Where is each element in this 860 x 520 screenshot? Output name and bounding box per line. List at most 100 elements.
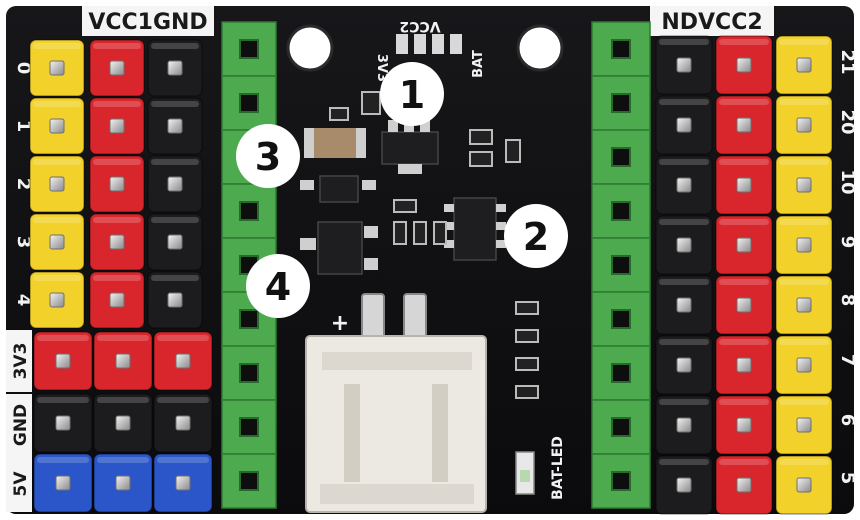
- chip-2: [453, 197, 497, 261]
- header-pin: [775, 275, 833, 335]
- battery-connector: +: [305, 293, 487, 513]
- callout-3: 3: [236, 124, 300, 188]
- svg-text:3: 3: [255, 135, 281, 179]
- header-pin: [147, 97, 203, 155]
- capacitor-3: [310, 128, 360, 158]
- label-bat: BAT: [471, 50, 486, 78]
- header-pin: [29, 97, 85, 155]
- header-pin: [655, 35, 713, 95]
- right-pin-label: 6: [837, 414, 858, 427]
- header-pin: [89, 39, 145, 97]
- right-pin-label: 9: [837, 236, 858, 249]
- rail-pin: [33, 453, 93, 513]
- header-pin: [775, 215, 833, 275]
- transistor-4: [317, 221, 363, 275]
- mounting-hole-right: [516, 24, 564, 72]
- right-pin-label: 10: [837, 169, 858, 194]
- rail-pin: [33, 393, 93, 453]
- header-pin: [715, 275, 773, 335]
- socket-cell: [221, 21, 277, 77]
- socket-cell: [221, 183, 277, 239]
- label-vcc2: VCC2: [399, 18, 440, 34]
- header-pin: [29, 155, 85, 213]
- svg-text:1: 1: [399, 73, 425, 117]
- header-pin: [29, 271, 85, 329]
- header-pin: [775, 455, 833, 515]
- callout-2: 2: [504, 204, 568, 268]
- header-pin: [655, 335, 713, 395]
- socket-cell: [591, 237, 651, 293]
- label-ndvcc2: NDVCC2: [661, 10, 762, 35]
- socket-cell: [591, 183, 651, 239]
- header-pin: [715, 215, 773, 275]
- left-pin-label: 4: [13, 294, 34, 307]
- rail-pin: [33, 331, 93, 391]
- socket-cell: [221, 75, 277, 131]
- green-socket-strip-right: [591, 21, 651, 509]
- regulator-chip-1: [381, 131, 439, 165]
- smd-components: [300, 34, 539, 495]
- header-pin: [715, 35, 773, 95]
- header-pin: [29, 39, 85, 97]
- header-pin: [655, 395, 713, 455]
- rail-pin: [153, 331, 213, 391]
- rail-pin: [93, 331, 153, 391]
- header-pin: [775, 35, 833, 95]
- right-header-block: [655, 35, 833, 515]
- rail-pin: [93, 453, 153, 513]
- callout-1: 1: [380, 62, 444, 126]
- left-header-block: [29, 39, 203, 329]
- label-vcc1gnd: VCC1GND: [88, 10, 207, 35]
- right-pin-label: 21: [837, 49, 858, 74]
- socket-cell: [221, 453, 277, 509]
- header-pin: [655, 455, 713, 515]
- header-pin: [715, 335, 773, 395]
- label-plate-gnd: [6, 394, 32, 456]
- label-plate-3v3: [6, 330, 32, 392]
- header-pin: [89, 213, 145, 271]
- label-bat-led: BAT-LED: [550, 436, 566, 500]
- socket-cell: [591, 453, 651, 509]
- label-rail-gnd: GND: [11, 404, 31, 446]
- socket-cell: [591, 291, 651, 347]
- header-pin: [775, 335, 833, 395]
- socket-cell: [591, 129, 651, 185]
- socket-cell: [221, 399, 277, 455]
- rail-pin: [153, 393, 213, 453]
- label-3v3-small: 3V3: [374, 54, 389, 82]
- socket-cell: [221, 291, 277, 347]
- header-pin: [775, 395, 833, 455]
- header-pin: [715, 455, 773, 515]
- header-pin: [775, 95, 833, 155]
- right-pin-labels: 21 20 10 9 8 7 6 5: [837, 49, 858, 484]
- left-pin-label: 3: [13, 236, 34, 249]
- label-rail-3v3: 3V3: [11, 343, 31, 380]
- header-pin: [147, 155, 203, 213]
- label-plate-top-right: [650, 6, 774, 36]
- label-plate-5v: [6, 456, 32, 512]
- left-pin-label: 1: [13, 120, 34, 133]
- svg-text:2: 2: [523, 215, 549, 259]
- right-pin-label: 7: [837, 354, 858, 367]
- rail-pin: [93, 393, 153, 453]
- header-pin: [715, 155, 773, 215]
- socket-cell: [591, 345, 651, 401]
- right-pin-label: 20: [837, 109, 858, 134]
- mounting-hole-left: [286, 24, 334, 72]
- header-pin: [655, 155, 713, 215]
- svg-text:4: 4: [265, 265, 291, 309]
- header-pin: [147, 271, 203, 329]
- header-pin: [775, 155, 833, 215]
- socket-cell: [591, 75, 651, 131]
- header-pin: [147, 39, 203, 97]
- label-plate-top-left: [82, 6, 214, 36]
- header-pin: [655, 275, 713, 335]
- left-pin-labels: 0 1 2 3 4: [13, 62, 34, 307]
- socket-cell: [591, 399, 651, 455]
- header-pin: [89, 97, 145, 155]
- left-pin-label: 2: [13, 178, 34, 191]
- right-pin-label: 8: [837, 294, 858, 307]
- left-pin-label: 0: [13, 62, 34, 75]
- label-rail-5v: 5V: [11, 471, 31, 497]
